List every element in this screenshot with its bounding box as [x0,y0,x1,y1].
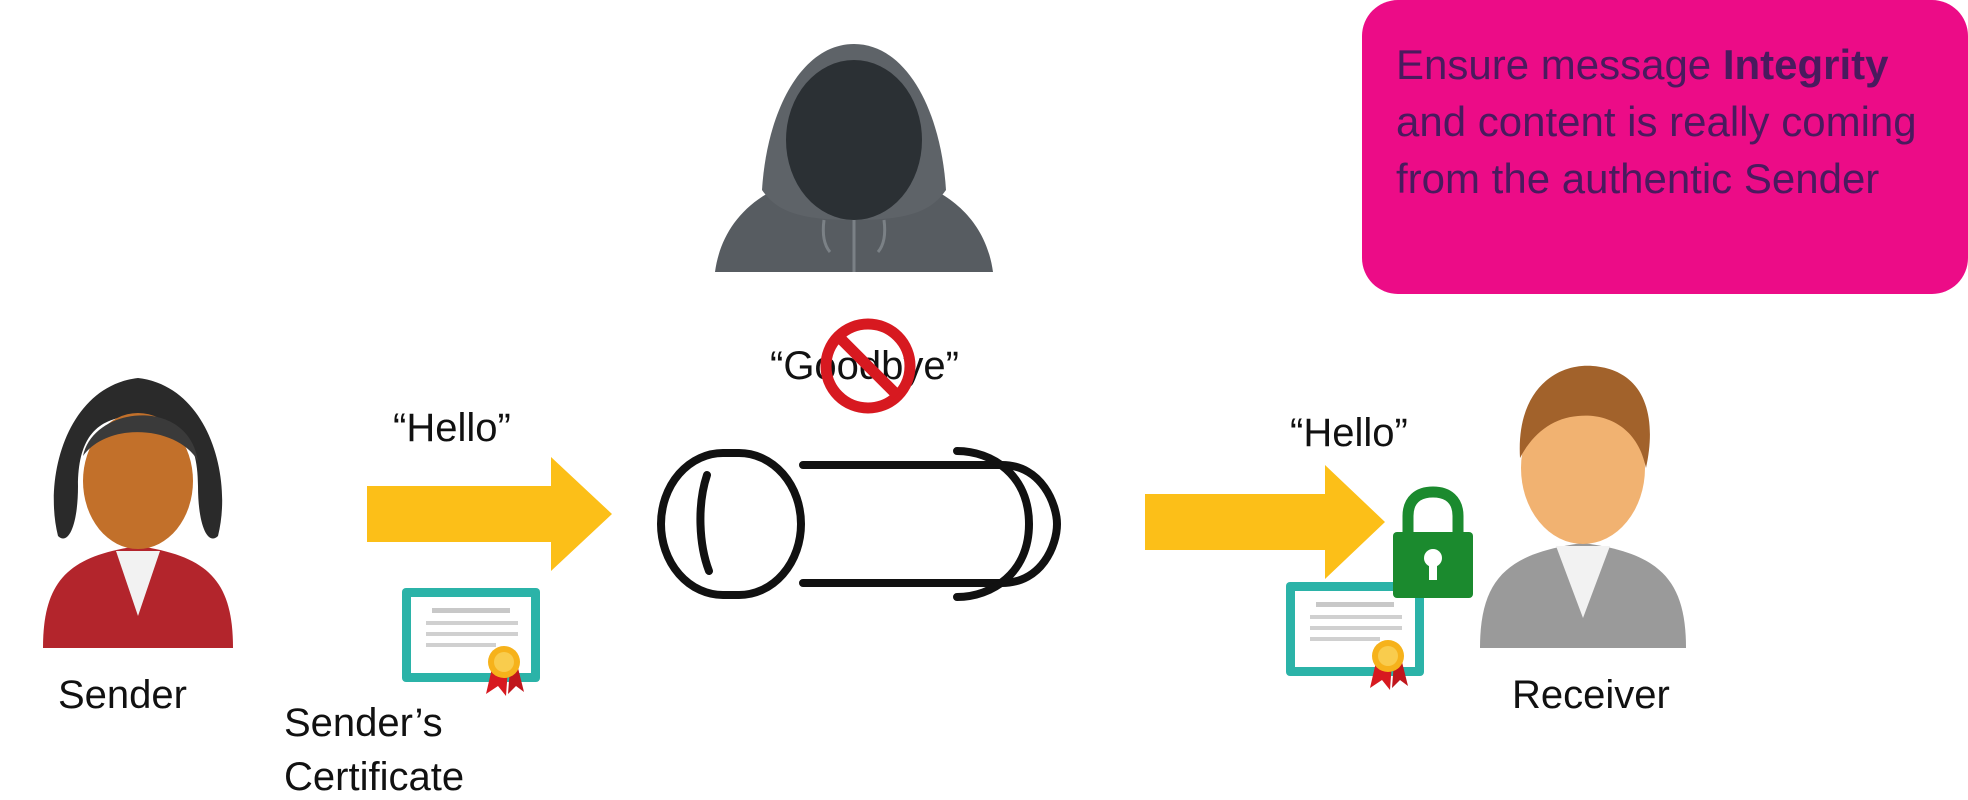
tube-channel-icon [657,447,1062,601]
right-arrow-icon [367,457,612,571]
no-symbol-icon [820,318,916,414]
certificate-label-line1: Sender’s [284,701,443,745]
integrity-callout: Ensure message Integrity and content is … [1362,0,1968,294]
right-arrow-icon [1145,465,1385,579]
certificate-icon [402,588,540,696]
callout-text-before: Ensure message [1396,41,1723,88]
man-user-icon [1480,365,1686,648]
callout-text-bold: Integrity [1722,41,1889,88]
sent-message: “Hello” [393,406,511,450]
sender-label: Sender [58,673,187,717]
certificate-label-line2: Certificate [284,755,465,799]
padlock-icon [1393,486,1473,598]
received-message: “Hello” [1290,411,1408,455]
receiver-label: Receiver [1512,673,1670,717]
certificate-icon [1286,582,1424,690]
callout-text: Ensure message Integrity and content is … [1396,36,1940,207]
woman-user-icon [43,378,233,648]
hooded-hacker-icon [715,44,993,272]
callout-text-after: and content is really coming from the au… [1396,98,1917,202]
